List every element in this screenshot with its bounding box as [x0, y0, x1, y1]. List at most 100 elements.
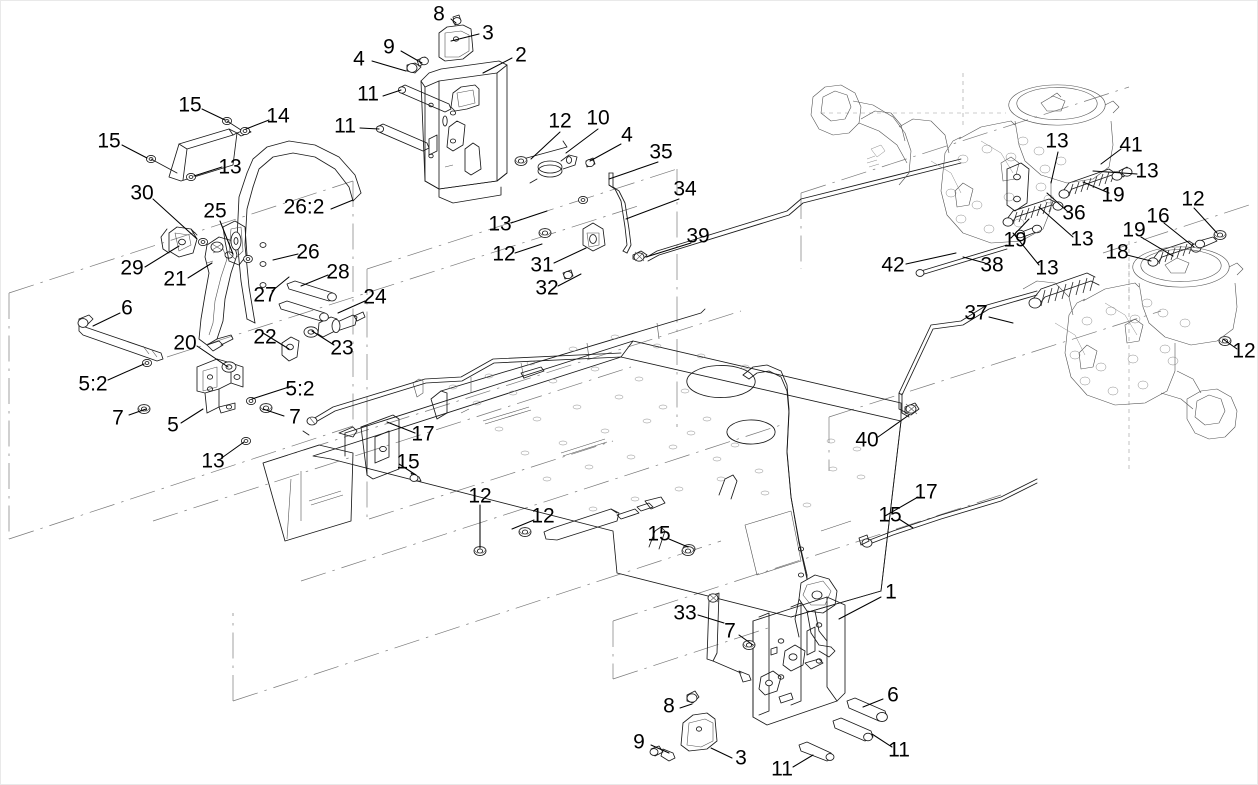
rod-33	[681, 545, 756, 683]
part-callout-8[interactable]: 8	[663, 695, 675, 718]
part-callout-16[interactable]: 16	[1146, 205, 1169, 228]
part-callout-20[interactable]: 20	[173, 332, 196, 355]
bracket-3-bottom	[649, 690, 718, 762]
part-callout-39[interactable]: 39	[686, 225, 709, 248]
part-callout-38[interactable]: 38	[980, 254, 1003, 277]
part-callout-13[interactable]: 13	[1070, 228, 1093, 251]
part-callout-19[interactable]: 19	[1003, 229, 1026, 252]
part-callout-9[interactable]: 9	[633, 731, 645, 754]
leader-line	[128, 408, 147, 416]
part-callout-19[interactable]: 19	[1122, 219, 1145, 242]
part-callout-5-2[interactable]: 5:2	[285, 378, 314, 401]
part-callout-34[interactable]: 34	[673, 178, 697, 201]
part-callout-23[interactable]: 23	[330, 337, 353, 360]
leader-line	[838, 596, 882, 620]
part-callout-7[interactable]: 7	[724, 620, 736, 643]
part-callout-5[interactable]: 5	[167, 414, 179, 437]
leader-line	[1126, 254, 1152, 262]
part-callout-12[interactable]: 12	[492, 243, 515, 266]
part-callout-3[interactable]: 3	[482, 22, 494, 45]
part-callout-13[interactable]: 13	[1135, 160, 1158, 183]
part-callout-29[interactable]: 29	[120, 257, 143, 280]
part-callout-17[interactable]: 17	[914, 481, 937, 504]
leader-line	[196, 345, 229, 368]
part-callout-6[interactable]: 6	[887, 684, 899, 707]
part-callout-15[interactable]: 15	[178, 94, 201, 117]
part-callout-6[interactable]: 6	[121, 297, 133, 320]
part-callout-15[interactable]: 15	[396, 451, 419, 474]
part-callout-27[interactable]: 27	[253, 284, 276, 307]
part-callout-22[interactable]: 22	[253, 326, 276, 349]
rod-end-40	[904, 402, 920, 416]
part-callout-12[interactable]: 12	[468, 485, 491, 508]
hexnut-12-link	[538, 227, 552, 239]
part-callout-36[interactable]: 36	[1062, 202, 1085, 225]
left-platform-panel	[262, 444, 354, 542]
washer-23	[303, 326, 319, 338]
part-callout-37[interactable]: 37	[964, 302, 987, 325]
part-callout-42[interactable]: 42	[881, 254, 904, 277]
part-callout-9[interactable]: 9	[383, 36, 395, 59]
part-callout-40[interactable]: 40	[855, 429, 878, 452]
part-callout-1[interactable]: 1	[885, 581, 897, 604]
part-callout-13[interactable]: 13	[218, 156, 241, 179]
part-callout-11[interactable]: 11	[888, 739, 910, 762]
part-callout-10[interactable]: 10	[586, 107, 609, 130]
chassis-frame	[312, 308, 902, 618]
part-callout-15[interactable]: 15	[878, 504, 901, 527]
part-callout-13[interactable]: 13	[1045, 130, 1068, 153]
part-callout-13[interactable]: 13	[488, 213, 511, 236]
rod-39	[646, 158, 962, 262]
part-callout-12[interactable]: 12	[531, 505, 554, 528]
leader-line	[530, 131, 561, 160]
part-callout-21[interactable]: 21	[163, 268, 186, 291]
support-bracket-17	[338, 414, 400, 480]
part-callout-4[interactable]: 4	[353, 48, 365, 71]
part-callout-32[interactable]: 32	[535, 277, 558, 300]
part-callout-41[interactable]: 41	[1119, 134, 1142, 157]
leader-line	[1193, 207, 1218, 234]
leader-line	[1140, 236, 1174, 257]
part-callout-19[interactable]: 19	[1101, 184, 1124, 207]
part-callout-28[interactable]: 28	[326, 261, 349, 284]
part-callout-7[interactable]: 7	[112, 407, 124, 430]
part-callout-33[interactable]: 33	[673, 602, 696, 625]
spring-37-tension	[1028, 272, 1100, 309]
hexnut-12	[518, 526, 532, 538]
part-callout-4[interactable]: 4	[621, 124, 633, 147]
part-callout-18[interactable]: 18	[1105, 241, 1128, 264]
part-callout-11[interactable]: 11	[771, 758, 793, 781]
part-callout-25[interactable]: 25	[203, 200, 226, 223]
part-callout-2[interactable]: 2	[515, 44, 527, 67]
part-callout-7[interactable]: 7	[289, 406, 301, 429]
part-callout-15[interactable]: 15	[647, 523, 670, 546]
part-callout-12[interactable]: 12	[1181, 188, 1204, 211]
washer-20	[221, 361, 237, 373]
part-callout-5-2[interactable]: 5:2	[78, 373, 107, 396]
part-callout-12[interactable]: 12	[1232, 340, 1255, 363]
leader-line	[679, 703, 693, 709]
part-callout-12[interactable]: 12	[548, 110, 571, 133]
part-callout-24[interactable]: 24	[363, 286, 387, 309]
part-callout-30[interactable]: 30	[130, 182, 153, 205]
leader-line	[738, 634, 754, 646]
part-callout-13[interactable]: 13	[201, 450, 224, 473]
part-callout-31[interactable]: 31	[530, 254, 553, 277]
leader-line	[222, 441, 245, 458]
part-callout-11[interactable]: 11	[357, 83, 379, 106]
part-callout-3[interactable]: 3	[735, 747, 747, 770]
part-callout-14[interactable]: 14	[266, 105, 290, 128]
leader-line	[300, 274, 329, 287]
part-callout-26[interactable]: 26	[296, 241, 319, 264]
part-callout-11[interactable]: 11	[334, 115, 356, 138]
leader-line	[1012, 232, 1040, 266]
part-callout-15[interactable]: 15	[97, 130, 120, 153]
part-callout-17[interactable]: 17	[411, 423, 434, 446]
part-callout-35[interactable]: 35	[649, 141, 672, 164]
part-callout-26-2[interactable]: 26:2	[284, 196, 325, 219]
leader-line	[710, 747, 733, 759]
part-callout-8[interactable]: 8	[433, 3, 445, 26]
part-callout-13[interactable]: 13	[1035, 257, 1058, 280]
